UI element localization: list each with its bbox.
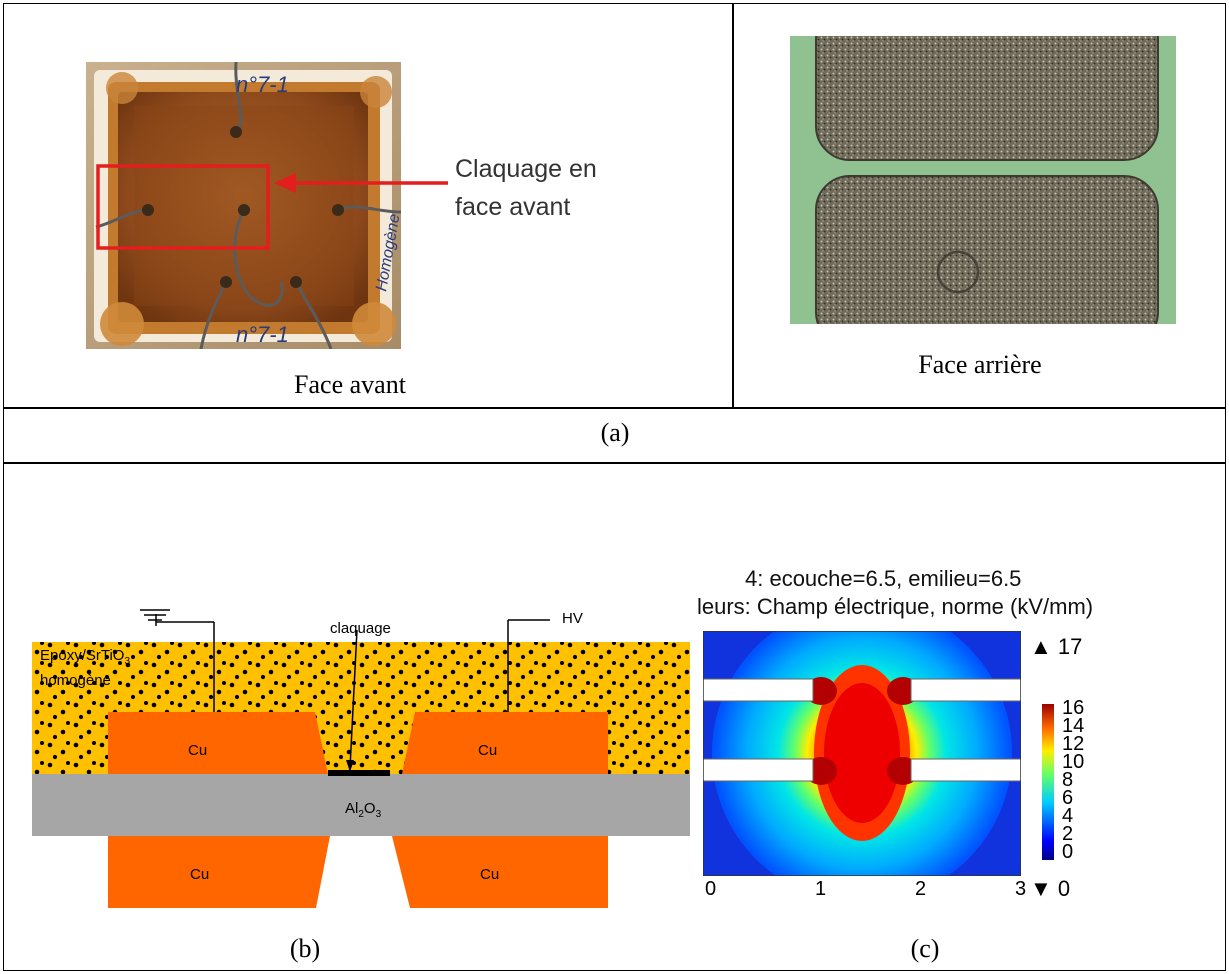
x-axis-tick-label: 1	[815, 878, 827, 900]
field-map-plot	[703, 631, 1021, 876]
field-min-marker: ▼ 0	[1030, 876, 1071, 901]
back-photo-image	[790, 5, 1176, 347]
alumina-substrate	[32, 774, 690, 836]
breakdown-label: claquage	[330, 620, 391, 637]
x-axis-tick-label: 3	[1015, 878, 1027, 900]
panel-a-label: (a)	[600, 418, 630, 447]
ground-symbol	[140, 609, 170, 626]
back-photo	[790, 5, 1176, 347]
colorbar	[1042, 704, 1054, 860]
x-axis-tick-label: 2	[915, 878, 927, 900]
field-max-marker: ▲ 17	[1030, 634, 1083, 659]
x-axis-tick-label: 0	[705, 878, 717, 900]
panel-b-label: (b)	[289, 934, 321, 963]
epoxy-label: Epoxy/SrTiO3 homogène	[40, 646, 130, 690]
cu-top-right	[402, 712, 608, 774]
colorbar-tick-label: 12	[1062, 733, 1085, 755]
colorbar-tick-label: 4	[1062, 805, 1074, 827]
alumina-label: Al2O3	[345, 800, 382, 820]
cu-bottom-right	[392, 836, 608, 908]
epoxy-label-line2: homogène	[40, 672, 111, 689]
front-annotation-line2: face avant	[455, 193, 571, 221]
hv-label: HV	[562, 610, 583, 627]
caption-a-top-rule	[3, 407, 1226, 409]
breakdown-arrow	[274, 173, 448, 193]
figure-frame	[3, 3, 1226, 971]
cu-bottom-left	[108, 836, 330, 908]
epoxy-label-sub: 3	[124, 656, 131, 667]
colorbar-tick-label: 0	[1062, 841, 1074, 863]
breakdown-mark	[328, 770, 390, 776]
cu-top-left	[108, 712, 328, 774]
front-annotation-line1: Claquage en	[455, 155, 597, 183]
schematic-diagram	[32, 609, 690, 908]
epoxy-label-main: Epoxy/SrTiO	[40, 647, 125, 664]
front-annotation: Claquage en face avant	[455, 150, 597, 226]
colorbar-tick-label: 10	[1062, 751, 1085, 773]
colorbar-tick-label: 6	[1062, 787, 1074, 809]
colorbar-tick-label: 8	[1062, 769, 1074, 791]
field-map-title-2: leurs: Champ électrique, norme (kV/mm)	[697, 594, 1094, 619]
front-photo-caption: Face avant	[294, 370, 406, 399]
cu-label-top-left: Cu	[188, 742, 208, 759]
caption-a-bottom-rule	[3, 462, 1226, 464]
x-axis-ticks: 0 1 2 3	[703, 878, 1033, 908]
svg-text:n°7-1: n°7-1	[236, 322, 289, 347]
front-photo: n°7-1 n°7-1 Homogène	[86, 61, 404, 350]
colorbar-tick-label: 16	[1062, 697, 1085, 719]
front-photo-image: n°7-1 n°7-1 Homogène	[86, 61, 404, 350]
colorbar-tick-label: 14	[1062, 715, 1085, 737]
back-photo-caption: Face arrière	[918, 350, 1042, 379]
svg-text:n°7-1: n°7-1	[236, 72, 289, 97]
cu-label-bottom-left: Cu	[190, 866, 210, 883]
colorbar-tick-label: 2	[1062, 823, 1074, 845]
field-map-title-1: 4: ecouche=6.5, emilieu=6.5	[745, 566, 1022, 591]
panel-c-label: (c)	[910, 934, 940, 963]
panel-a-divider	[732, 3, 734, 408]
cu-label-top-right: Cu	[478, 742, 498, 759]
cu-label-bottom-right: Cu	[480, 866, 500, 883]
